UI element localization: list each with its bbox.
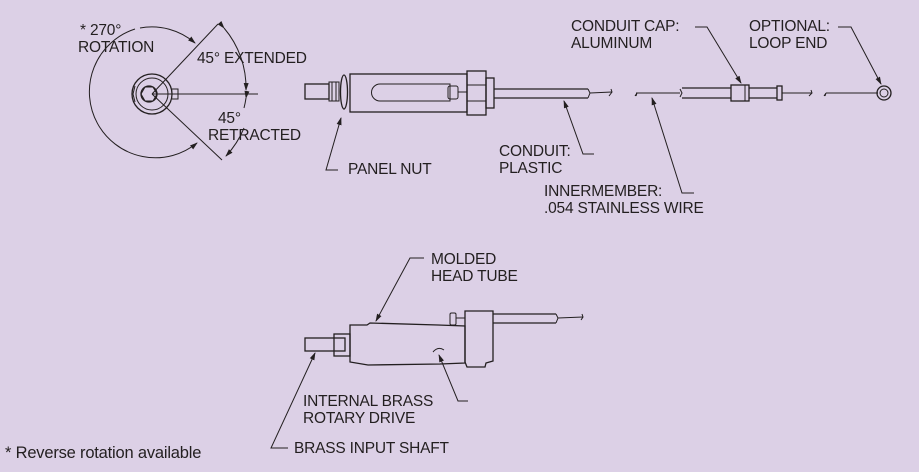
brass-input-shaft xyxy=(304,337,346,352)
innermember-label-line2: .054 STAINLESS WIRE xyxy=(544,200,704,217)
cable-side-view xyxy=(304,70,892,116)
rotation-arc xyxy=(88,28,198,159)
conduit-cap-label-line2: ALUMINUM xyxy=(571,35,653,52)
detail-view xyxy=(304,310,584,368)
innermember-label-line1: INNERMEMBER: xyxy=(544,183,663,200)
rotary-drive-label: INTERNAL BRASS ROTARY DRIVE xyxy=(303,393,433,427)
conduit-label-line2: PLASTIC xyxy=(499,160,563,177)
rotation-arc-top xyxy=(139,26,196,44)
loop-end-label: OPTIONAL: LOOP END xyxy=(749,18,830,52)
loop-end-label-line2: LOOP END xyxy=(749,35,828,52)
rotation-label-line1: * 270° xyxy=(80,22,122,39)
extended-limit-line xyxy=(151,23,219,95)
head-tube-label: MOLDED HEAD TUBE xyxy=(431,251,518,285)
rotation-label-line2: ROTATION xyxy=(78,39,155,56)
loop-end-label-line1: OPTIONAL: xyxy=(749,18,830,35)
retracted-arc xyxy=(225,127,245,157)
retracted-label: 45° RETRACTED xyxy=(208,110,301,144)
conduit-label-line1: CONDUIT: xyxy=(499,143,571,160)
extended-label: 45° EXTENDED xyxy=(197,50,307,67)
molded-head-tube xyxy=(349,322,466,366)
flange xyxy=(466,70,487,116)
innermember-label: INNERMEMBER: .054 STAINLESS WIRE xyxy=(544,183,704,217)
conduit-label: CONDUIT: PLASTIC xyxy=(499,143,571,177)
input-shaft xyxy=(304,83,330,100)
head-tube xyxy=(349,73,468,113)
rotary-drive-label-line2: ROTARY DRIVE xyxy=(303,410,416,427)
retracted-label-line2: RETRACTED xyxy=(208,127,301,144)
head-tube-label-line2: HEAD TUBE xyxy=(431,268,518,285)
conduit-cap-label: CONDUIT CAP: ALUMINUM xyxy=(571,18,680,52)
input-shaft-label: BRASS INPUT SHAFT xyxy=(294,440,449,457)
rotation-label: * 270° ROTATION xyxy=(78,22,154,56)
panel-nut xyxy=(339,74,349,110)
retracted-label-line1: 45° xyxy=(218,110,241,127)
retracted-limit-line xyxy=(151,93,223,161)
head-tube-label-line1: MOLDED xyxy=(431,251,497,268)
rotary-drive-label-line1: INTERNAL BRASS xyxy=(303,393,434,410)
footnote: * Reverse rotation available xyxy=(5,444,202,462)
conduit-cap-label-line1: CONDUIT CAP: xyxy=(571,18,680,35)
side-view-leaders xyxy=(325,26,882,194)
panel-nut-label: PANEL NUT xyxy=(348,161,432,178)
extended-arc xyxy=(217,21,249,91)
conduit-cap xyxy=(730,84,750,102)
detail-view-leaders xyxy=(270,257,468,449)
loop-end xyxy=(876,85,892,101)
rotation-view xyxy=(88,21,258,161)
retracted-arc-top xyxy=(243,90,250,109)
